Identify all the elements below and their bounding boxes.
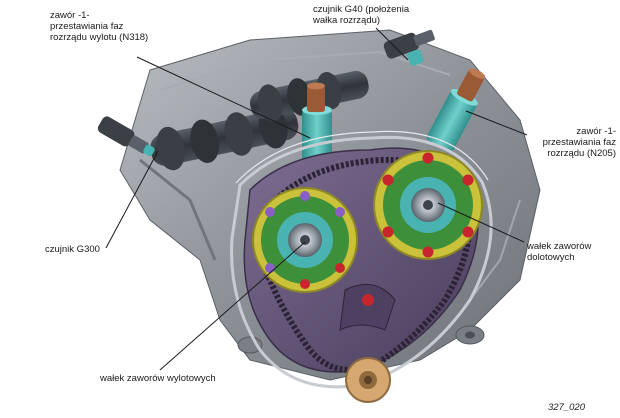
intake-camshaft-adjuster [373, 150, 483, 260]
timing-chain [259, 156, 473, 373]
leader-lines [105, 27, 528, 371]
label-intake-valve: zawór -1- przestawiania faz rozrządu (N2… [542, 126, 616, 159]
figure-number: 327_020 [548, 402, 585, 413]
g40-sensor-body [383, 29, 435, 66]
chain-guide [339, 283, 396, 331]
exhaust-camshaft-adjuster [252, 187, 358, 293]
label-intake-camshaft: wałek zaworów dolotowych [527, 241, 592, 263]
leader-intake-camshaft [437, 202, 525, 243]
leader-g300 [105, 150, 159, 249]
n205-valve-body [426, 68, 486, 152]
label-exhaust-camshaft: wałek zaworów wylotowych [100, 373, 216, 384]
leader-n205 [465, 110, 528, 136]
g300-sensor-body [97, 116, 155, 157]
crankshaft-sprocket [345, 357, 391, 403]
leader-exhaust-camshaft [159, 241, 306, 371]
label-sensor-g40: czujnik G40 (położenia wałka rozrządu) [313, 4, 410, 26]
leader-n318 [136, 56, 311, 139]
leader-g40 [375, 27, 409, 61]
n318-valve-body [302, 82, 332, 162]
label-sensor-g300: czujnik G300 [45, 244, 100, 255]
label-exhaust-valve: zawór -1- przestawiania faz rozrządu wyl… [50, 10, 149, 43]
